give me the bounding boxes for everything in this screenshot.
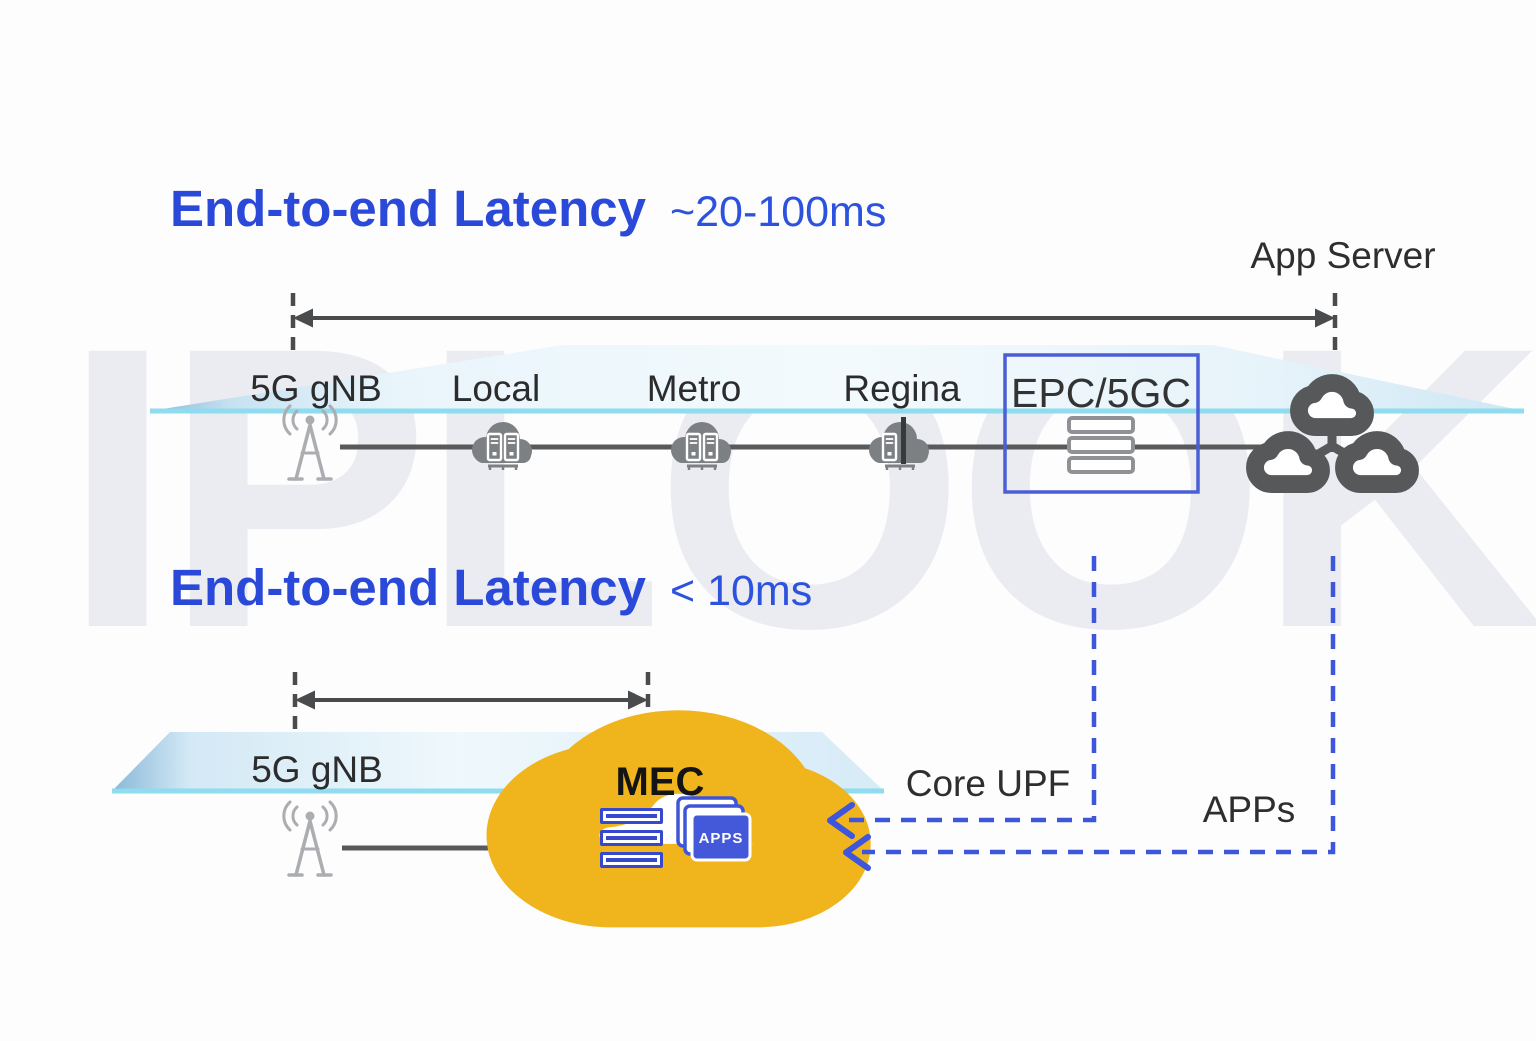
top-latency-measure-arrow	[290, 293, 1338, 351]
bottom-title-text: End-to-end Latency	[170, 559, 647, 616]
mec-cloud-icon: APPS	[543, 752, 814, 886]
core-upf-flow-arrow	[827, 556, 1097, 839]
apps-label: APPs	[1202, 789, 1296, 830]
mec-server-stack-icon	[600, 808, 663, 868]
node-label-epc-5gc: EPC/5GC	[1011, 370, 1191, 416]
mec-apps-tile-label: APPS	[699, 830, 744, 847]
metro-cloud-server-icon	[671, 422, 731, 470]
bottom-title: End-to-end Latency < 10ms	[170, 559, 813, 616]
epc-5gc-core-icon	[1003, 353, 1200, 494]
app-server-label: App Server	[1250, 235, 1436, 276]
node-label-5g-gnb-bottom: 5G gNB	[251, 749, 383, 790]
apps-flow-arrow	[843, 556, 1336, 871]
top-title: End-to-end Latency ~20-100ms	[170, 180, 887, 237]
node-label-local: Local	[451, 368, 541, 409]
top-title-text: End-to-end Latency	[170, 180, 647, 237]
local-cloud-server-icon	[472, 422, 532, 470]
node-label-metro: Metro	[646, 368, 742, 409]
mec-apps-stack-icon: APPS	[676, 796, 752, 862]
mec-label: MEC	[615, 760, 705, 804]
core-upf-label: Core UPF	[905, 763, 1071, 804]
bottom-latency-measure-arrow	[292, 672, 651, 731]
gnb-antenna-icon-bottom	[282, 800, 338, 877]
node-label-5g-gnb-top: 5G gNB	[250, 368, 382, 409]
node-label-regina: Regina	[843, 368, 961, 409]
gnb-antenna-icon-top	[282, 404, 338, 481]
app-server-cloud-network-icon	[1255, 383, 1410, 484]
top-latency-value: ~20-100ms	[670, 188, 887, 236]
regina-cloud-server-icon	[869, 417, 929, 470]
bottom-latency-value: < 10ms	[670, 567, 813, 615]
